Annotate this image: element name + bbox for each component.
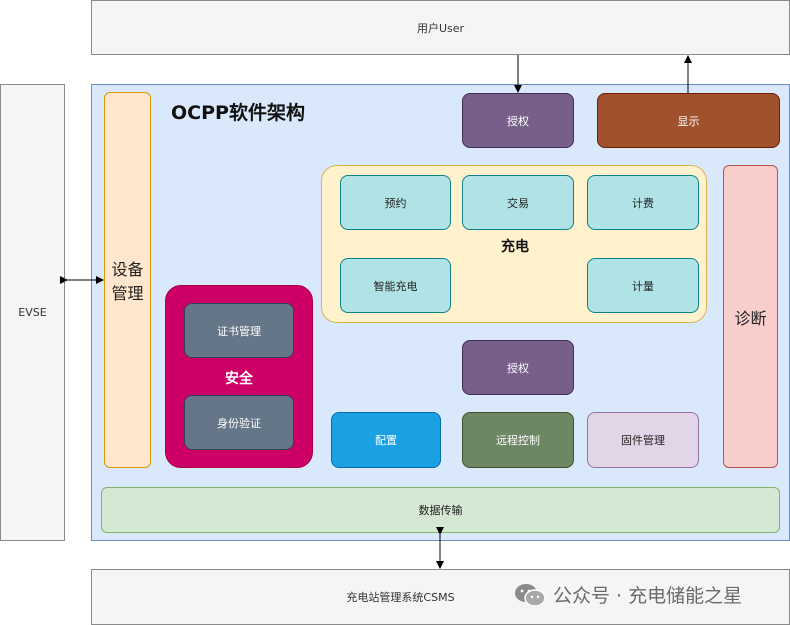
identity-verification-box: 身份验证 [184, 395, 294, 450]
device-management-label: 设备管理 [111, 260, 144, 303]
authorization-middle-box: 授权 [462, 340, 574, 395]
authorization-middle-label: 授权 [507, 361, 529, 375]
tariff-box: 计费 [587, 175, 699, 230]
reservation-box: 预约 [340, 175, 451, 230]
remote-control-box: 远程控制 [462, 412, 574, 468]
configuration-label: 配置 [375, 434, 397, 447]
csms-box: 充电站管理系统CSMS [91, 569, 790, 625]
tariff-label: 计费 [632, 196, 654, 210]
authorization-top-box: 授权 [462, 93, 574, 148]
data-transfer-box: 数据传输 [101, 487, 780, 533]
diagnostics-box: 诊断 [723, 165, 778, 468]
certificate-management-box: 证书管理 [184, 303, 294, 358]
identity-verification-label: 身份验证 [217, 416, 261, 430]
certificate-management-label: 证书管理 [217, 324, 261, 338]
display-label: 显示 [677, 114, 700, 128]
user-box: 用户User [91, 0, 790, 55]
metering-box: 计量 [587, 258, 699, 313]
smart-charging-label: 智能充电 [373, 279, 418, 293]
metering-label: 计量 [632, 279, 654, 293]
remote-control-label: 远程控制 [496, 434, 540, 447]
display-box: 显示 [597, 93, 780, 148]
smart-charging-box: 智能充电 [340, 258, 451, 313]
transaction-label: 交易 [507, 196, 529, 210]
transaction-box: 交易 [462, 175, 574, 230]
csms-label: 充电站管理系统CSMS [346, 591, 455, 604]
configuration-box: 配置 [331, 412, 441, 468]
security-title: 安全 [225, 371, 253, 387]
evse-box: EVSE [0, 84, 65, 541]
reservation-label: 预约 [384, 196, 407, 210]
evse-label: EVSE [18, 306, 47, 319]
diagnostics-label: 诊断 [734, 308, 767, 328]
user-label: 用户User [416, 21, 465, 35]
firmware-management-label: 固件管理 [621, 434, 665, 447]
device-management-box: 设备管理 [104, 92, 151, 468]
diagram-title: OCPP软件架构 [171, 102, 305, 124]
wechat-icon [515, 583, 546, 607]
watermark: 公众号 · 充电储能之星 [513, 581, 742, 608]
watermark-label: 公众号 · 充电储能之星 [553, 585, 743, 607]
charging-title: 充电 [501, 239, 529, 255]
data-transfer-label: 数据传输 [418, 504, 463, 517]
authorization-top-label: 授权 [507, 114, 529, 128]
firmware-management-box: 固件管理 [587, 412, 699, 468]
